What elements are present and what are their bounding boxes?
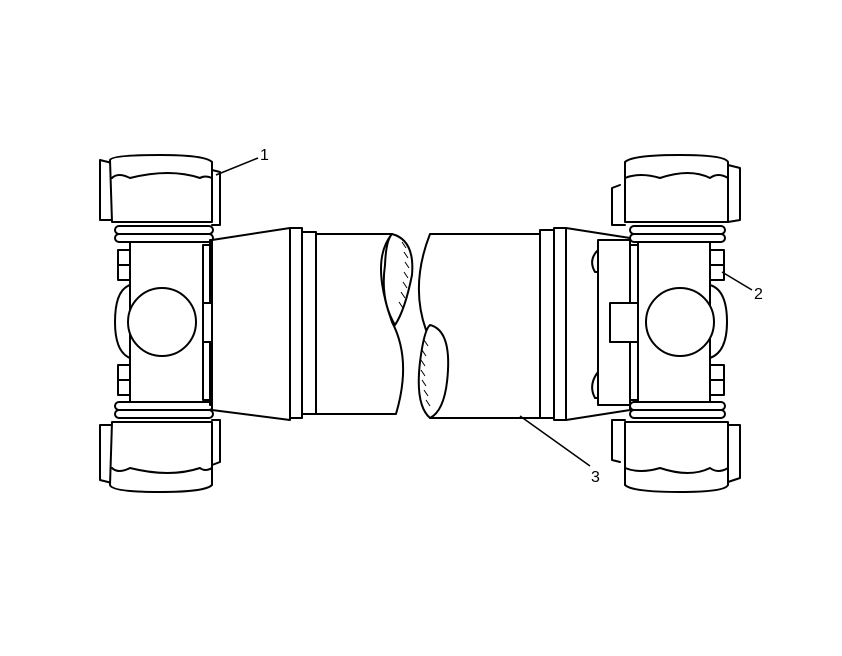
left-bottom-seal-ring [114, 401, 214, 419]
right-bottom-bearing-cap [611, 419, 741, 493]
left-yoke [202, 227, 291, 421]
right-bottom-seal-ring [629, 401, 726, 419]
right-top-seal-ring [629, 225, 726, 243]
callout-2-label: 2 [754, 286, 763, 303]
left-top-seal-ring [114, 225, 214, 243]
left-universal-joint [99, 154, 317, 493]
left-shaft-collar [289, 227, 317, 419]
right-cross-body [637, 241, 728, 403]
callout-1: 1 [215, 147, 269, 176]
left-bottom-bearing-cap [99, 419, 221, 493]
left-top-bearing-cap [99, 154, 221, 226]
right-universal-joint [539, 154, 741, 493]
shaft-tube [315, 233, 546, 419]
right-yoke [565, 227, 639, 421]
right-shaft-collar [539, 227, 567, 421]
callout-1-label: 1 [260, 147, 269, 164]
callout-3: 3 [519, 415, 600, 486]
callout-2: 2 [721, 271, 763, 303]
callout-3-label: 3 [591, 469, 600, 486]
left-cross-body [114, 241, 211, 403]
right-top-bearing-cap [611, 154, 741, 226]
